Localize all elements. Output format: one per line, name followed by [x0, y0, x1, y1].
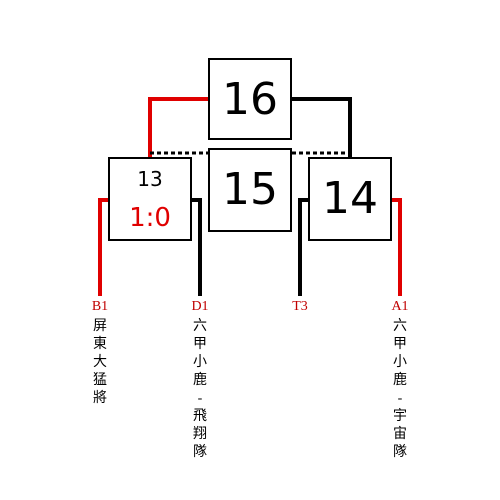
match-13-score: 1:0 [129, 203, 171, 233]
team-d1-seed: D1 [191, 299, 209, 314]
match-15-number: 15 [222, 164, 278, 215]
team-a1-line [391, 198, 402, 296]
team-d1-name: 六 甲 小 鹿 - 飛 翔 隊 [193, 319, 207, 460]
team-a1-name: 六 甲 小 鹿 - 宇 宙 隊 [393, 319, 407, 460]
match-14-number: 14 [322, 173, 378, 224]
team-d1-line [192, 198, 202, 296]
match-16-number: 16 [222, 74, 278, 125]
match-14-box: 14 [308, 157, 392, 241]
team-b1-name: 屏 東 大 猛 將 [93, 319, 107, 406]
team-a1-seed: A1 [391, 299, 409, 314]
right-semi-to-final-line [292, 97, 352, 157]
team-b1-seed: B1 [91, 299, 109, 314]
match-15-box: 15 [208, 148, 292, 232]
match-13-box: 13 1:0 [108, 157, 192, 241]
left-semi-to-final-line [148, 97, 208, 157]
team-t3-line [298, 198, 309, 296]
match-16-box: 16 [208, 58, 292, 140]
team-t3-seed: T3 [292, 299, 308, 314]
team-b1-line [98, 198, 109, 296]
match-13-number: 13 [137, 167, 163, 191]
